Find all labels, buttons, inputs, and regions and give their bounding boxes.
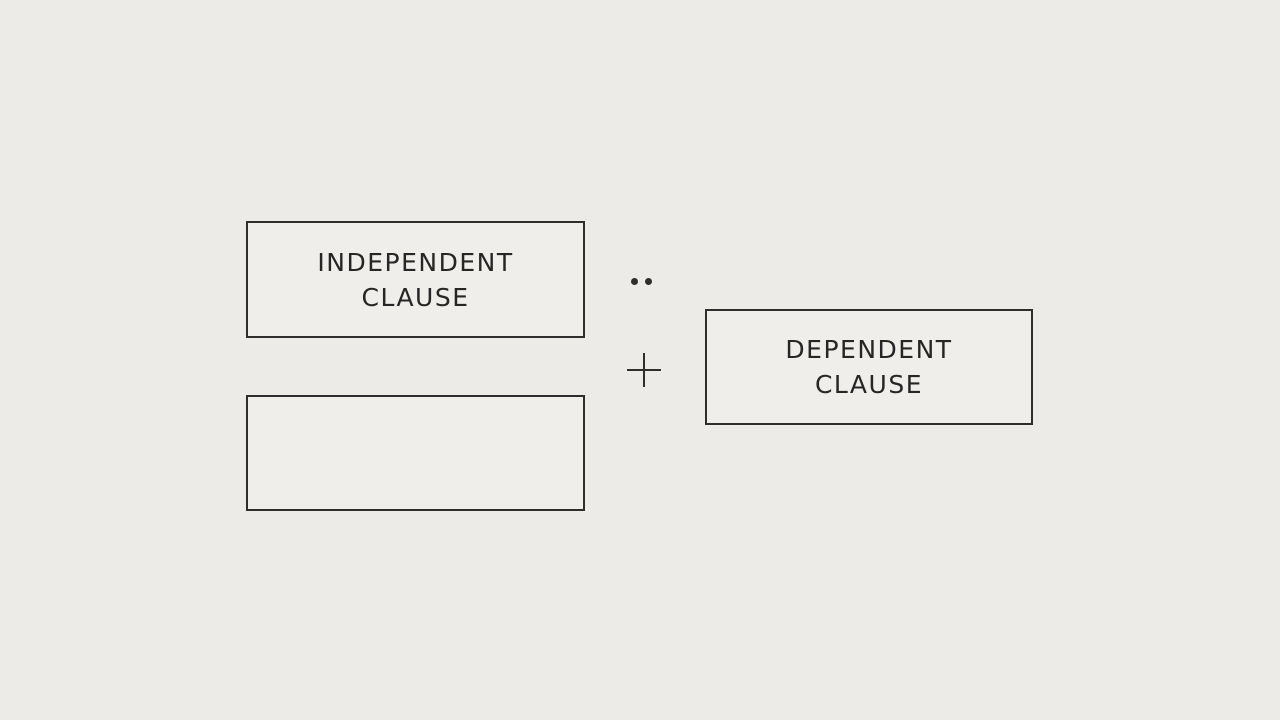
independent-clause-label: INDEPENDENT CLAUSE (317, 245, 513, 315)
independent-clause-box: INDEPENDENT CLAUSE (246, 221, 585, 338)
dependent-clause-line1: DEPENDENT (785, 335, 953, 364)
independent-clause-line1: INDEPENDENT (317, 247, 514, 277)
dependent-clause-box: DEPENDENT CLAUSE (705, 309, 1033, 425)
dependent-clause-label: DEPENDENT CLAUSE (785, 332, 952, 402)
dot-left (631, 278, 638, 285)
plus-icon (626, 352, 662, 388)
two-dots-icon (631, 278, 659, 286)
dependent-clause-line2: CLAUSE (814, 370, 923, 399)
dot-right (645, 278, 652, 285)
plus-icon-graphic (627, 353, 661, 387)
empty-clause-box (246, 395, 585, 511)
independent-clause-line2: CLAUSE (361, 282, 470, 312)
